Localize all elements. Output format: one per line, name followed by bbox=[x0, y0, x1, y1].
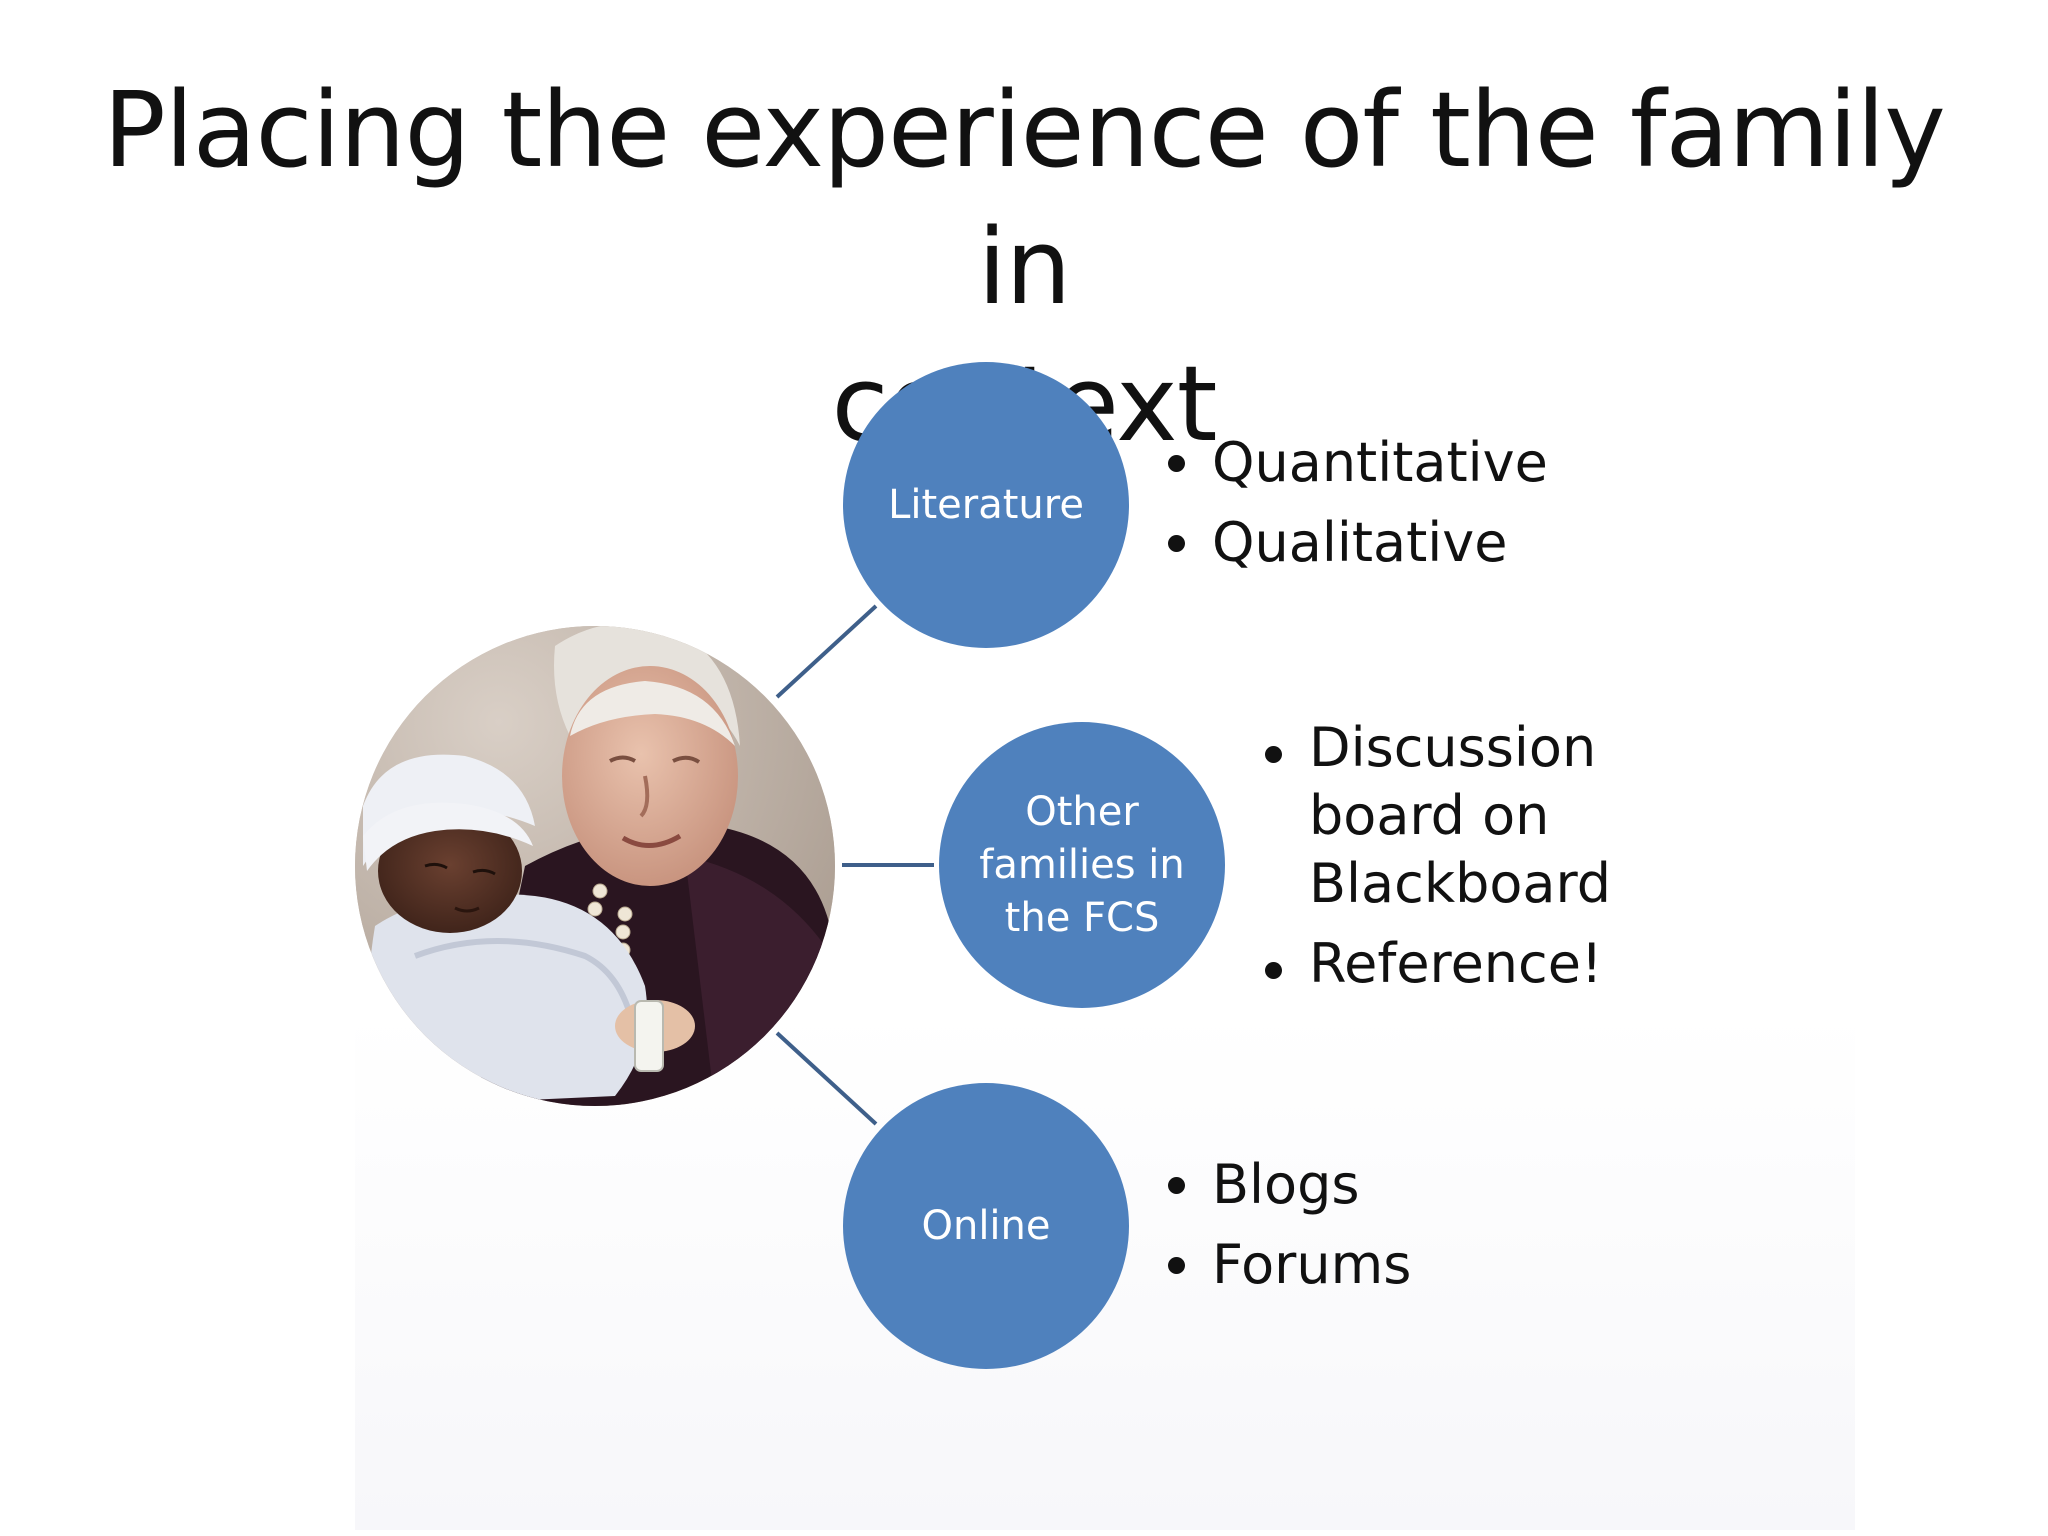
node-label-line: Other bbox=[1025, 788, 1139, 835]
node-label-line: families in bbox=[979, 841, 1185, 888]
center-photo bbox=[355, 626, 835, 1106]
bullet-list-online: Blogs Forums bbox=[1164, 1145, 1411, 1305]
photo-illustration bbox=[355, 626, 835, 1106]
node-label-line: the FCS bbox=[1004, 894, 1160, 941]
bullet-item: Blogs bbox=[1164, 1145, 1411, 1225]
node-other-families: Other families in the FCS bbox=[939, 722, 1225, 1008]
node-literature-label: Literature bbox=[888, 479, 1084, 532]
connector-online bbox=[775, 1031, 878, 1126]
node-label-line: Literature bbox=[888, 481, 1084, 528]
bullet-list-other-families: Discussion board on Blackboard Reference… bbox=[1261, 714, 1661, 1010]
bullet-item: Discussion board on Blackboard bbox=[1261, 714, 1661, 918]
node-label-line: Online bbox=[921, 1202, 1051, 1249]
bullet-item: Quantitative bbox=[1164, 423, 1548, 503]
node-online: Online bbox=[843, 1083, 1129, 1369]
node-other-families-label: Other families in the FCS bbox=[979, 786, 1185, 945]
slide-title: Placing the experience of the family in … bbox=[80, 62, 1968, 473]
bullet-item: Forums bbox=[1164, 1225, 1411, 1305]
bullet-item: Qualitative bbox=[1164, 503, 1548, 583]
node-literature: Literature bbox=[843, 362, 1129, 648]
node-online-label: Online bbox=[921, 1200, 1050, 1253]
bullet-list-literature: Quantitative Qualitative bbox=[1164, 423, 1548, 583]
bullet-item: Reference! bbox=[1261, 930, 1661, 998]
slide-title-line-1: Placing the experience of the family in bbox=[103, 69, 1946, 328]
connector-literature bbox=[775, 604, 878, 699]
